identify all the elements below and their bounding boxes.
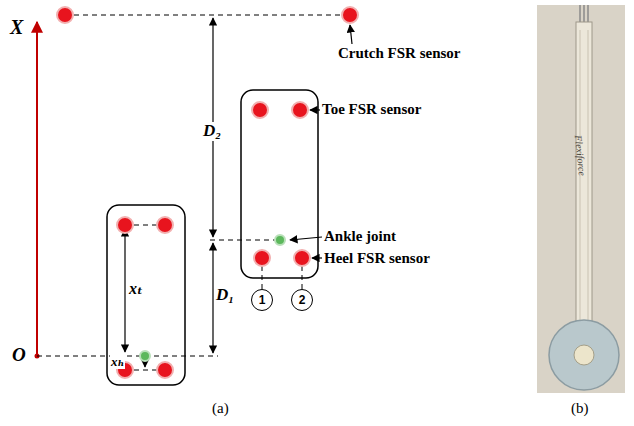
callout-circle: 1 [251, 289, 273, 311]
panel-label: (b) [571, 400, 589, 417]
dimension-label: xₜ [129, 280, 143, 298]
dimension-label: xₕ [110, 355, 125, 369]
callout-circle: 2 [291, 289, 313, 311]
sensor-callout: Heel FSR sensor [324, 250, 430, 267]
sensor-callout: Toe FSR sensor [322, 101, 421, 118]
callout-number: 2 [299, 294, 306, 306]
panel-label: (a) [212, 400, 229, 417]
callout-number: 1 [259, 294, 266, 306]
dimension-label: D₂ [202, 122, 222, 141]
origin-label: O [12, 345, 26, 366]
joint-callout: Ankle joint [324, 228, 396, 245]
dimension-label: D₁ [216, 286, 234, 305]
axis-label: X [10, 16, 23, 38]
sensor-callout: Crutch FSR sensor [338, 45, 461, 62]
